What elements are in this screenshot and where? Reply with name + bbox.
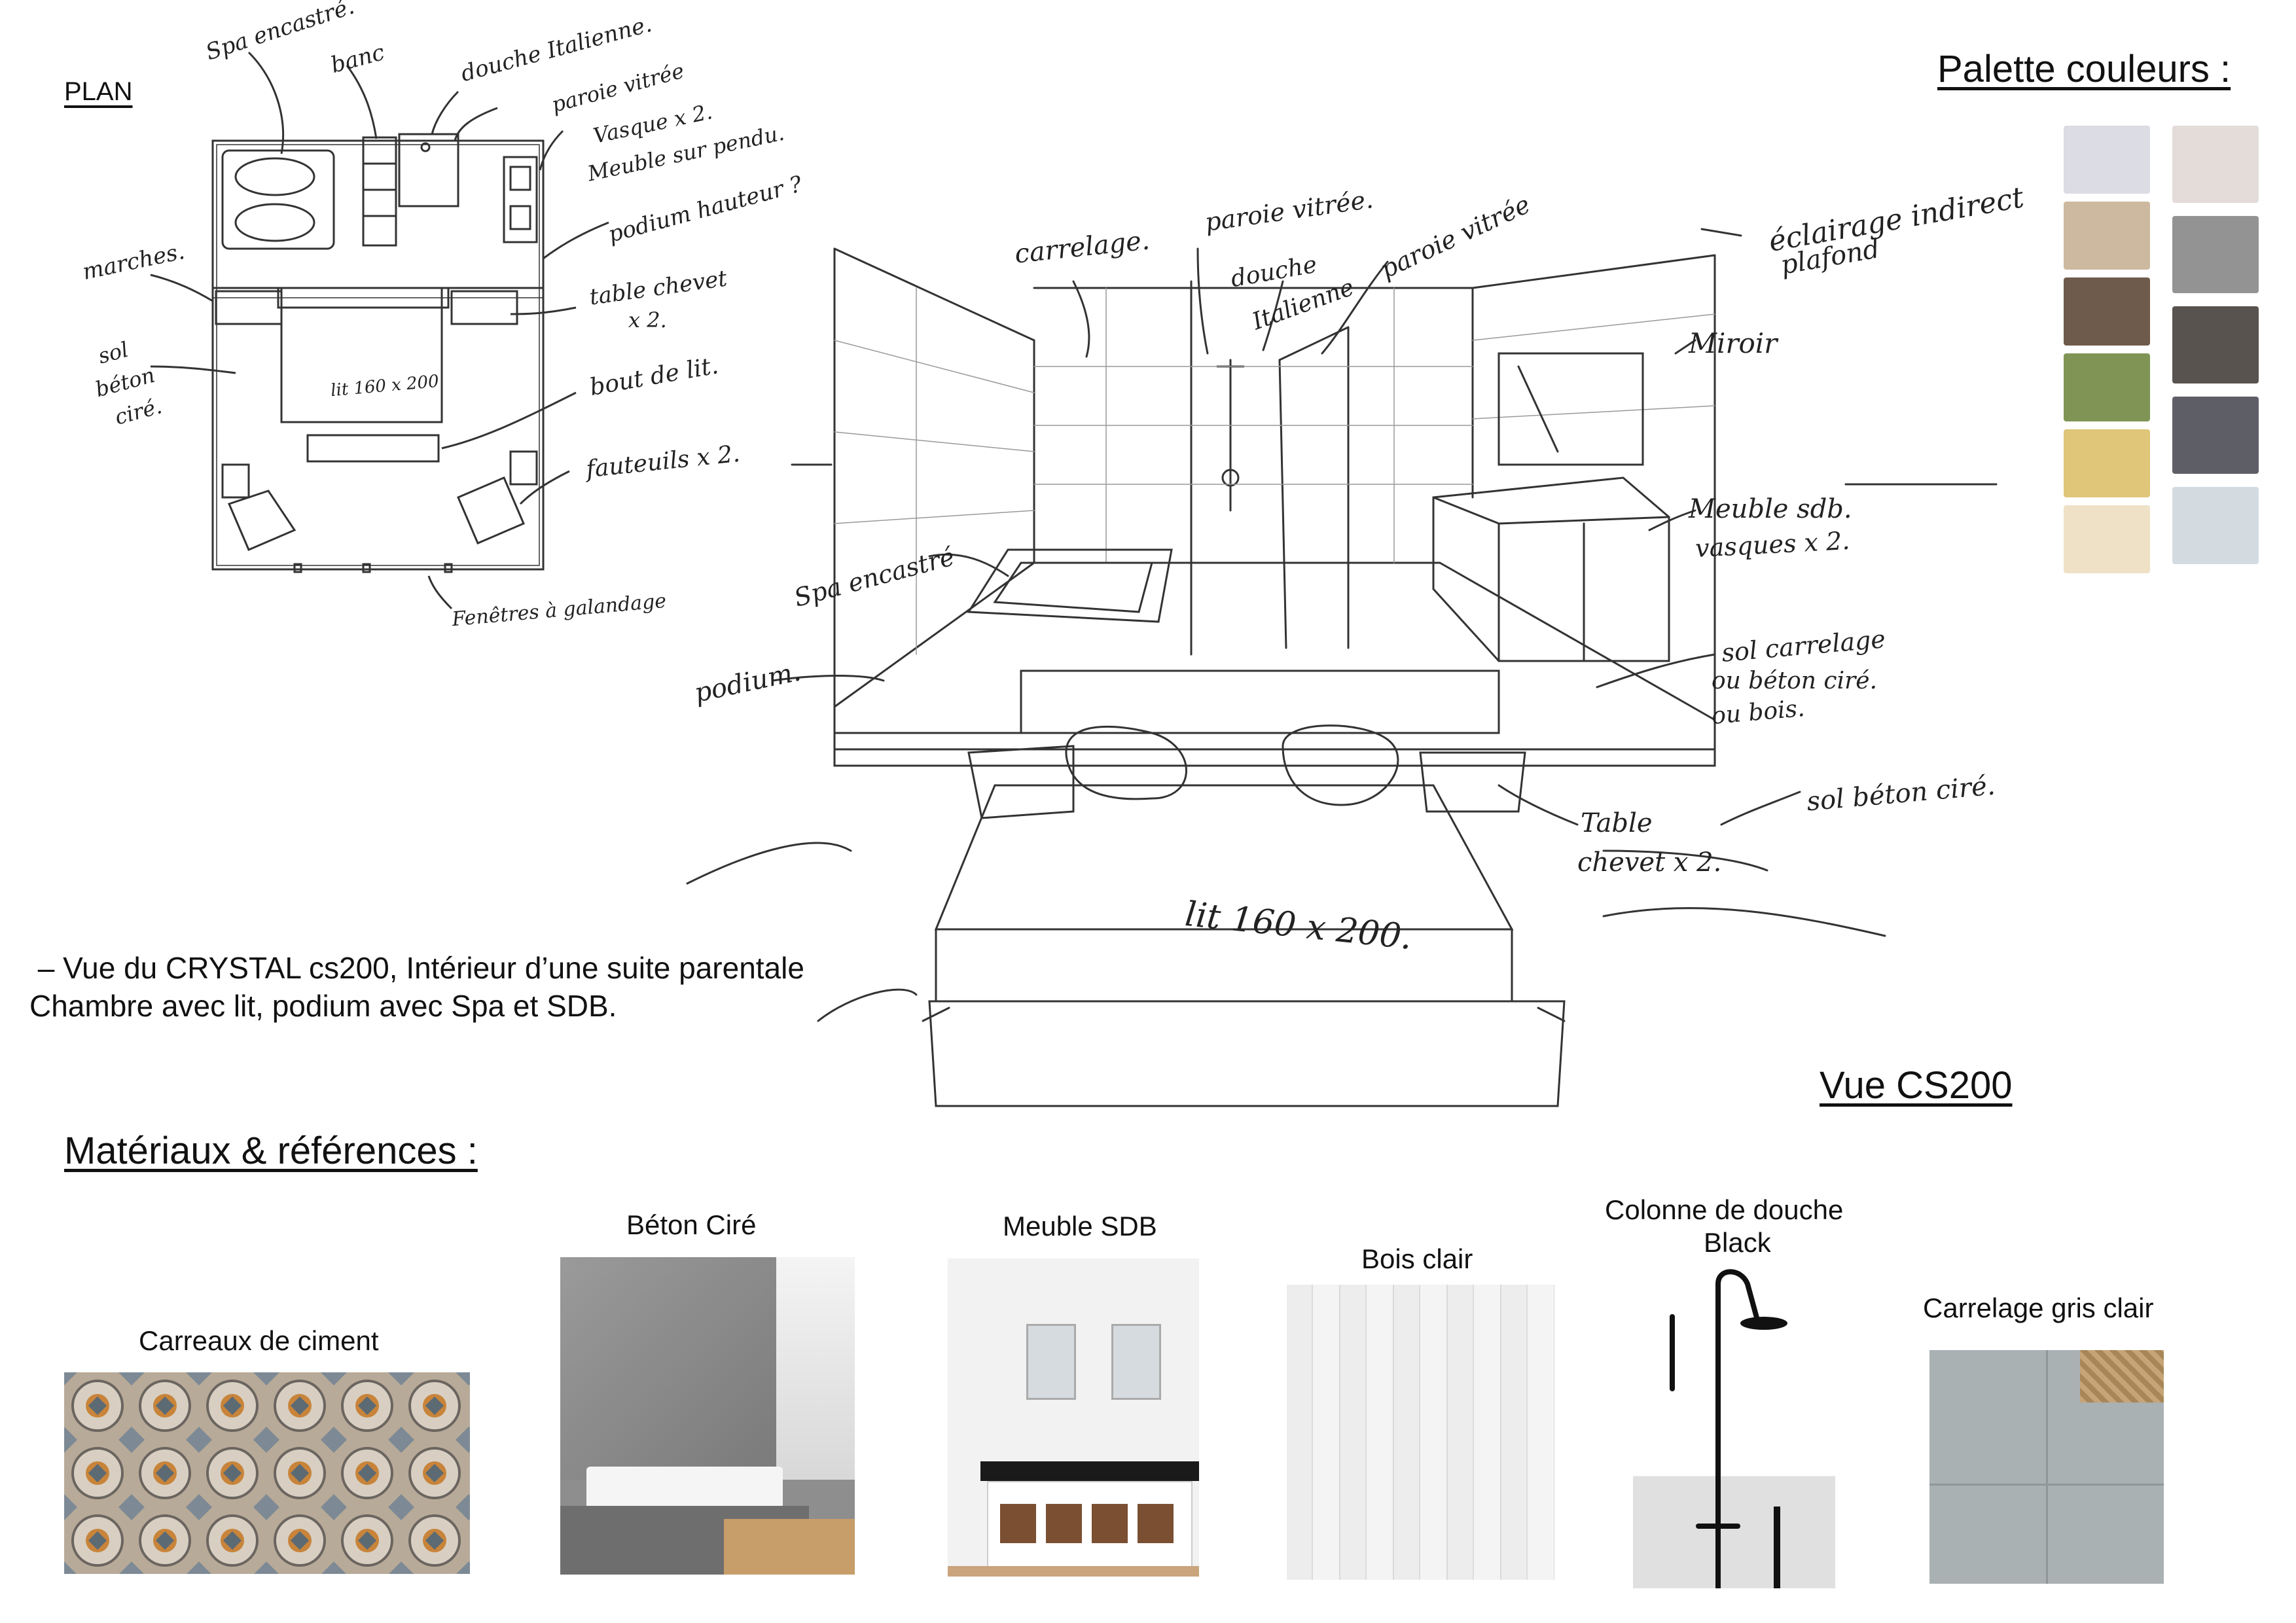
meuble-floor [948,1566,1199,1577]
material-label-colonne: Colonne de douche [1605,1194,1844,1225]
plan-note-chevet-x2: x 2. [628,308,667,332]
palette-swatch-right-1 [2172,126,2259,203]
carrelage-grid [1929,1350,2164,1584]
plan-title: PLAN [64,77,133,106]
palette-swatch-right-5 [2172,487,2259,564]
meuble-mirror-left [1026,1324,1076,1400]
beton-wall [560,1257,776,1480]
description-line-2: Chambre avec lit, podium avec Spa et SDB… [29,989,617,1023]
beton-floor [724,1519,855,1575]
beton-bathtub [586,1467,783,1512]
palette-swatch-left-2 [2064,202,2150,270]
palette-swatch-left-6 [2064,505,2150,573]
shower-column-drawing [1670,1269,1787,1588]
material-label-carreaux: Carreaux de ciment [139,1325,379,1356]
beton-window [776,1257,855,1480]
floor-plan-sketch [150,51,609,610]
material-label-colonne-black: Black [1704,1227,1771,1258]
materials-title: Matériaux & références : [64,1130,478,1172]
palette-swatch-left-1 [2064,126,2150,194]
material-image-carreaux [64,1372,470,1574]
palette-swatch-right-4 [2172,397,2259,474]
meuble-countertop [980,1461,1199,1481]
palette-swatch-left-4 [2064,353,2150,421]
palette-swatch-left-3 [2064,277,2150,346]
persp-note-ou-beton: ou béton ciré. [1712,668,1878,694]
meuble-baskets [1000,1504,1177,1543]
palette-swatch-right-3 [2172,306,2259,383]
view-title: Vue CS200 [1820,1064,2013,1107]
perspective-sketch [686,228,1998,1107]
persp-note-table: Table [1581,808,1653,838]
material-label-carrelage: Carrelage gris clair [1923,1293,2154,1323]
palette-title: Palette couleurs : [1937,48,2231,90]
persp-note-miroir: Miroir [1689,327,1778,359]
description-line-1: – Vue du CRYSTAL cs200, Intérieur d’une … [29,951,804,985]
meuble-mirror-right [1111,1324,1161,1400]
persp-note-meuble: Meuble sdb. [1689,494,1852,524]
cement-tiles-pattern [64,1372,470,1574]
material-image-bois [1287,1285,1554,1580]
material-label-meuble: Meuble SDB [1003,1211,1157,1241]
material-image-carrelage [1929,1350,2164,1584]
material-image-meuble [948,1258,1199,1577]
material-label-beton: Béton Ciré [626,1209,757,1240]
material-image-colonne [1633,1258,1835,1588]
material-label-bois: Bois clair [1361,1243,1473,1274]
palette-swatch-left-5 [2064,429,2150,497]
material-image-beton [560,1257,855,1575]
palette-swatch-right-2 [2172,216,2259,293]
persp-note-chevet: chevet x 2. [1577,847,1722,878]
